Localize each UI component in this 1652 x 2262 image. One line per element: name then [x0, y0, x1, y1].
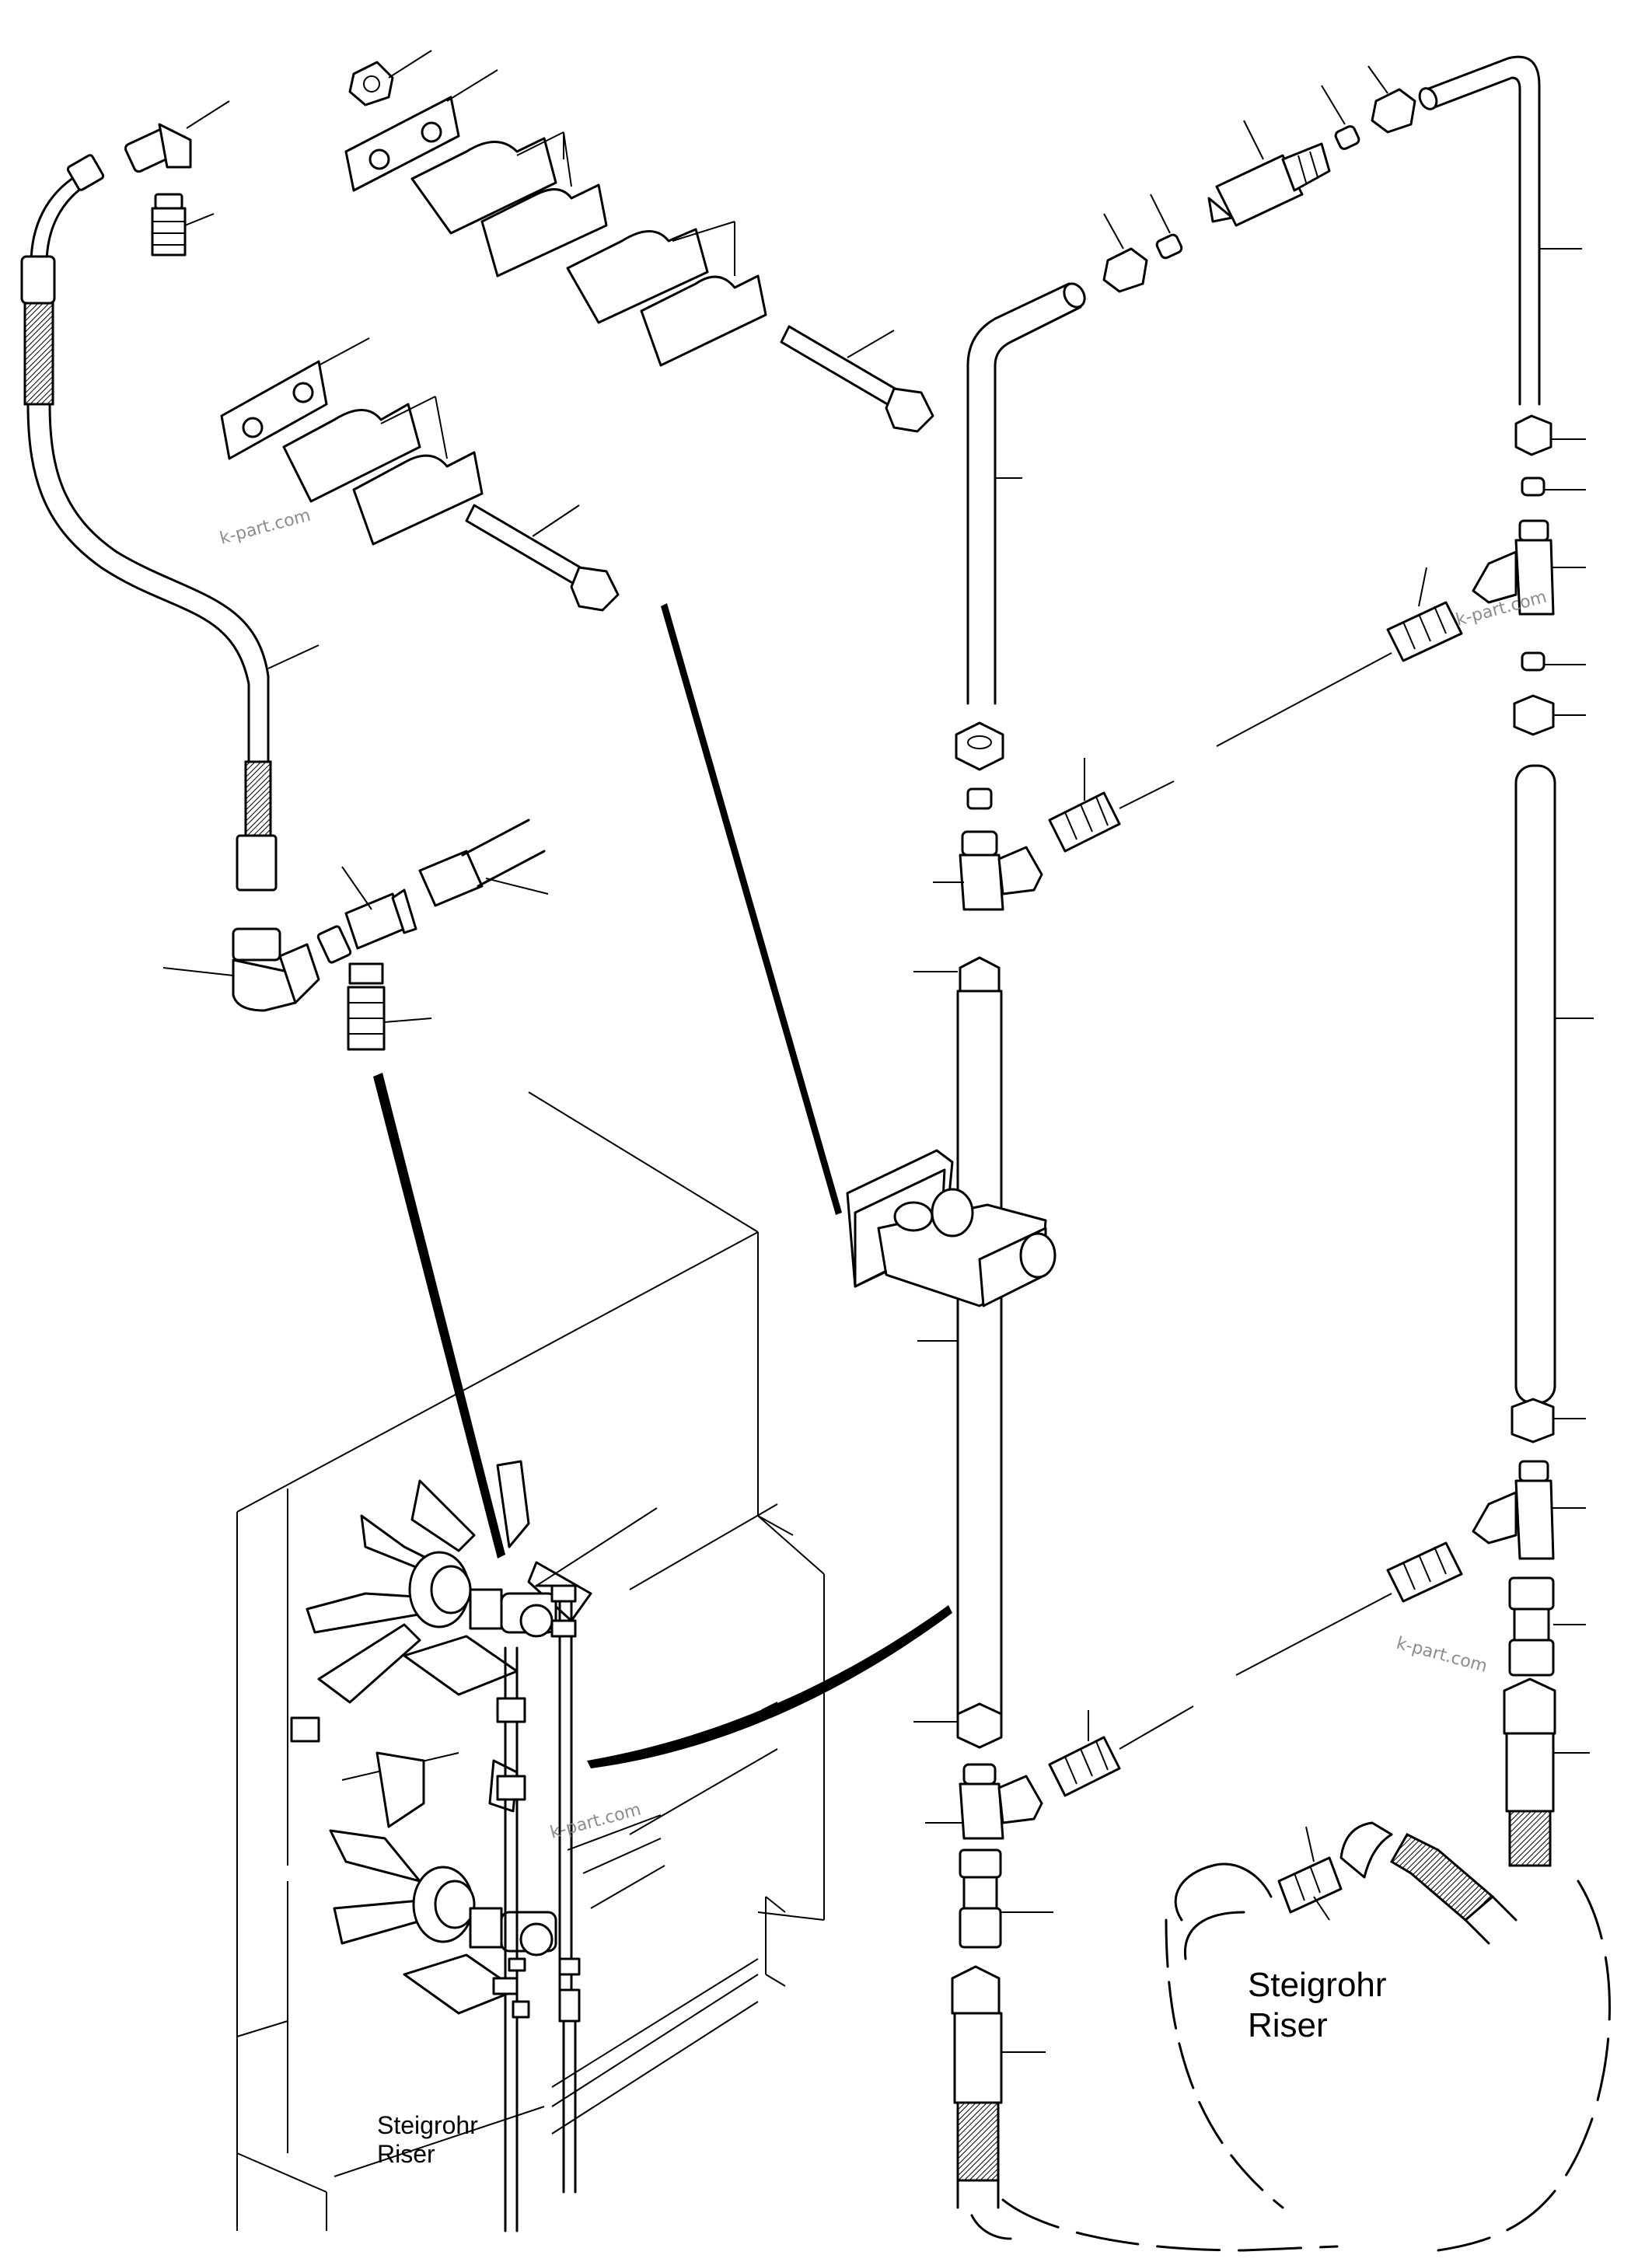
elbow-fitting-top-left — [124, 100, 230, 257]
nut-top-center — [1102, 247, 1148, 293]
right-pipe-assembly — [1216, 55, 1594, 1867]
machine-housing: Steigrohr Riser — [236, 1091, 825, 2232]
riser-small-label-en: Riser — [377, 2140, 435, 2168]
bolt-upper — [780, 325, 934, 433]
bolt-head-icon — [885, 387, 934, 433]
sensor-block — [290, 1716, 320, 1743]
hex-nut-icon — [348, 61, 394, 106]
clamp-set-upper — [344, 50, 767, 367]
clamp-half-1 — [410, 137, 557, 235]
center-pipe-assembly — [846, 65, 1416, 2209]
nipple-1 — [1048, 791, 1121, 853]
hose-braid-bottom — [244, 760, 272, 841]
clamp-set-lower — [220, 337, 484, 546]
left-tee-fitting-assembly — [162, 819, 549, 1051]
fan-upper — [290, 1460, 592, 1743]
left-hose-assembly — [20, 154, 320, 892]
riser-label-en: Riser — [1248, 2006, 1328, 2044]
clamp-half-2 — [480, 183, 608, 278]
pipe-clamp-on-pipe — [846, 1149, 1057, 1307]
riser-detail: Steigrohr Riser — [970, 1821, 1611, 2252]
nipple-2 — [1048, 1736, 1121, 1797]
swivel-nut-icon — [66, 154, 105, 191]
bolt-lower — [465, 504, 620, 612]
clamp-half-4 — [640, 274, 767, 367]
watermark-top-left: k-part.com — [218, 506, 313, 549]
hose-end-fitting-bottom — [236, 834, 278, 892]
clamp-half-3 — [566, 228, 709, 324]
hex-fitting-icon — [278, 943, 320, 1004]
fan-lower — [329, 1751, 519, 2015]
nut-center-1 — [955, 721, 1004, 771]
tee-fitting-1 — [959, 853, 1004, 911]
watermark-center: k-part.com — [548, 1800, 643, 1843]
bent-pipe-left — [966, 282, 1070, 705]
riser-label-de: Steigrohr — [1248, 1966, 1387, 2004]
hose-end-fitting-top — [20, 255, 56, 305]
hose-braid-top — [23, 302, 54, 406]
riser-small-label-de: Steigrohr — [377, 2111, 478, 2139]
housing-plumbing — [469, 1584, 581, 2232]
leader-hose — [267, 644, 320, 669]
watermark-right-lower: k-part.com — [1394, 1634, 1489, 1677]
detail-pointers — [373, 603, 952, 1768]
tee-fitting-2 — [959, 1782, 1004, 1840]
